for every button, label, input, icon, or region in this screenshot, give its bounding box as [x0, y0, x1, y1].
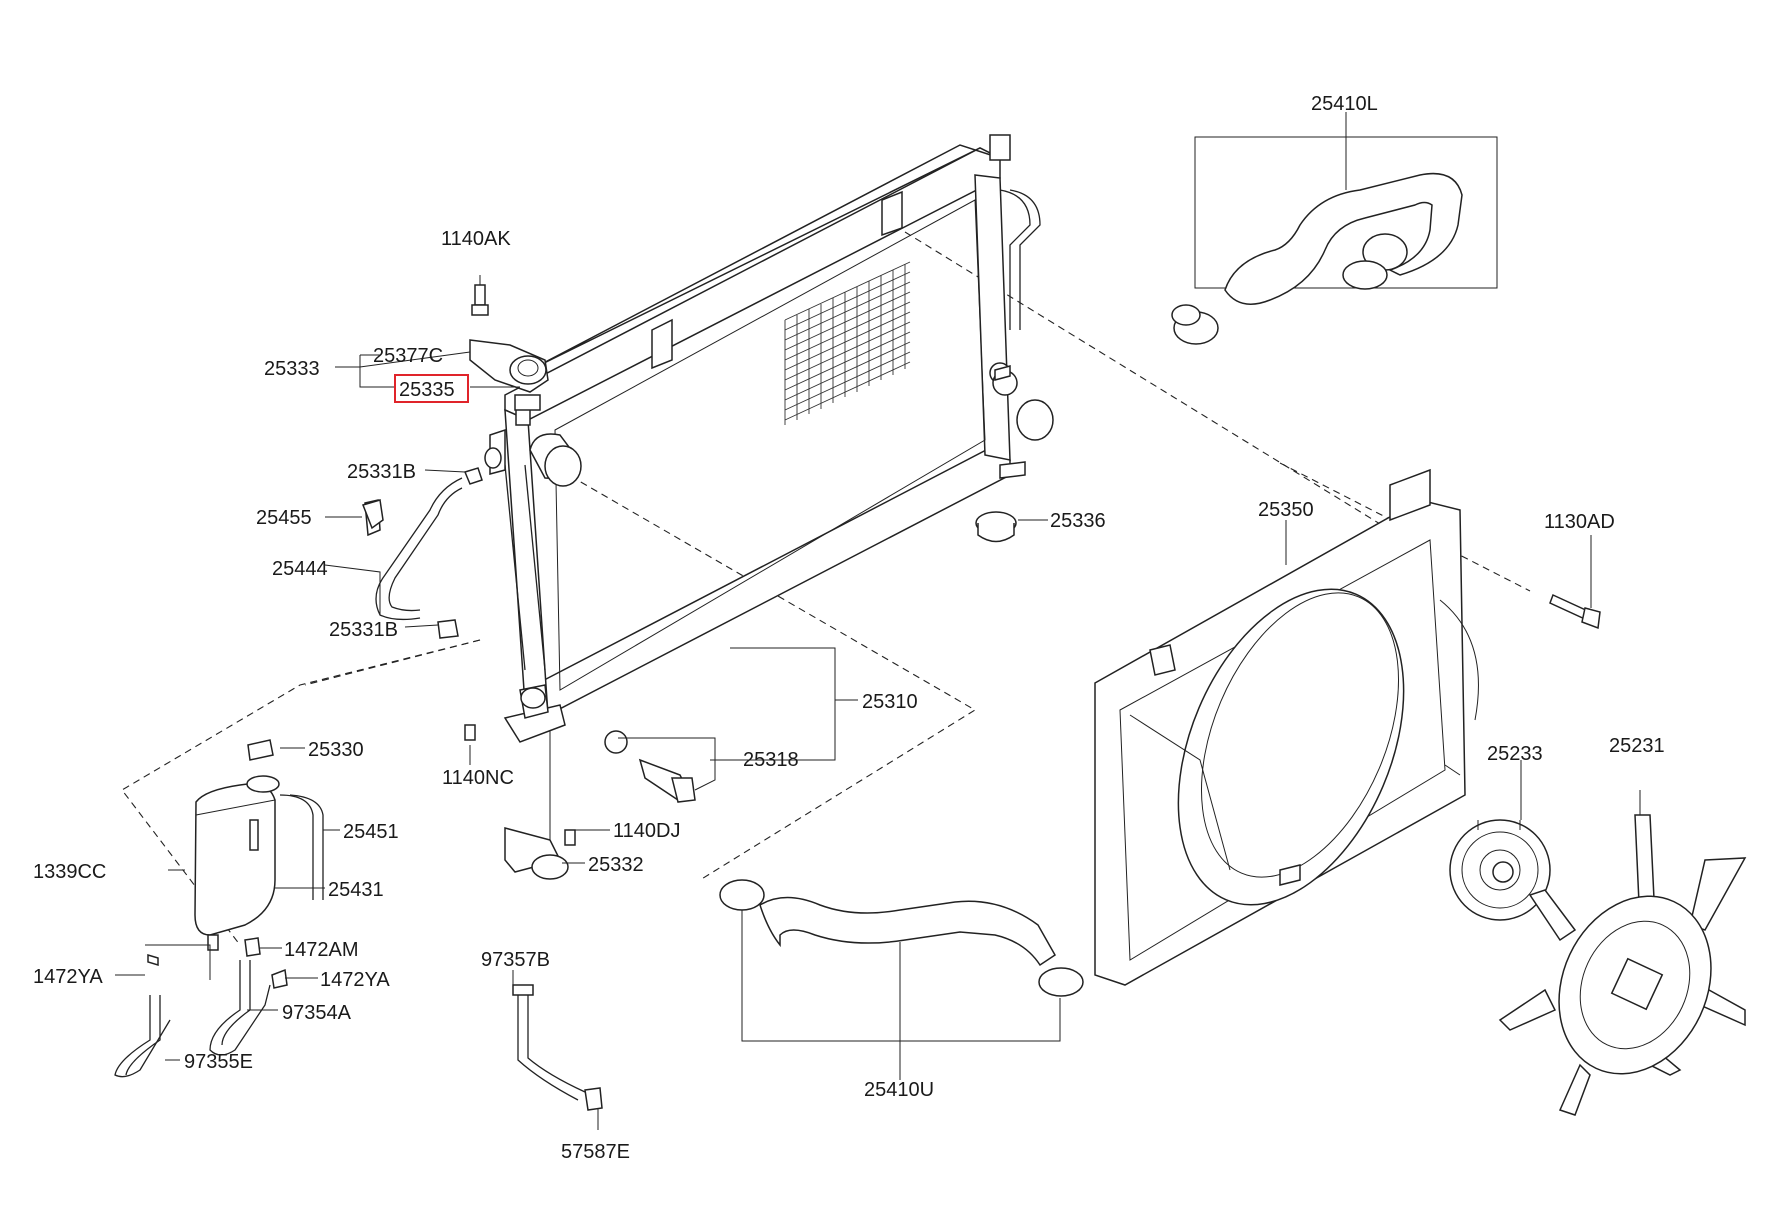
part-labels: 25410L 1140AK 25377C 25333 25335 25331B … [33, 93, 1665, 1163]
coolant-reservoir [194, 775, 324, 951]
mount-bracket-25333 [469, 284, 549, 411]
label-25331B-bottom[interactable]: 25331B [329, 619, 398, 641]
lower-mount-25332 [464, 724, 576, 880]
small-hoses [114, 937, 603, 1111]
label-25377C[interactable]: 25377C [373, 345, 443, 367]
lower-hose-25410U [719, 879, 1084, 1080]
label-57587E[interactable]: 57587E [561, 1141, 630, 1163]
clip-25455 [362, 499, 384, 530]
label-25333[interactable]: 25333 [264, 358, 320, 380]
label-1472YA-left[interactable]: 1472YA [33, 966, 103, 988]
label-25233[interactable]: 25233 [1487, 743, 1543, 765]
bolt-1130AD [1549, 593, 1601, 630]
label-25310[interactable]: 25310 [862, 691, 918, 713]
upper-hose-25410L [1171, 112, 1498, 345]
label-1140NC[interactable]: 1140NC [442, 767, 514, 789]
label-97355E[interactable]: 97355E [184, 1051, 253, 1073]
label-25231[interactable]: 25231 [1609, 735, 1665, 757]
label-1339CC[interactable]: 1339CC [33, 861, 106, 883]
label-25336[interactable]: 25336 [1050, 510, 1106, 532]
label-25332[interactable]: 25332 [588, 854, 644, 876]
label-1472AM[interactable]: 1472AM [284, 939, 359, 961]
label-25451[interactable]: 25451 [343, 821, 399, 843]
label-1130AD[interactable]: 1130AD [1544, 511, 1615, 533]
drain-plug-25318 [604, 730, 696, 803]
leader-lines [115, 275, 1641, 1130]
label-25318[interactable]: 25318 [743, 749, 799, 771]
fan-shroud [1094, 468, 1479, 986]
label-1472YA-right[interactable]: 1472YA [320, 969, 390, 991]
radiator [484, 134, 1054, 743]
label-97357B[interactable]: 97357B [481, 949, 550, 971]
label-25410L[interactable]: 25410L [1311, 93, 1378, 115]
label-25455[interactable]: 25455 [256, 507, 312, 529]
label-25431[interactable]: 25431 [328, 879, 384, 901]
label-25350[interactable]: 25350 [1258, 499, 1314, 521]
label-1140DJ[interactable]: 1140DJ [613, 820, 680, 842]
label-97354A[interactable]: 97354A [282, 1002, 352, 1024]
radiator-cap [975, 511, 1017, 543]
cooling-fan [1498, 814, 1747, 1116]
label-25444[interactable]: 25444 [272, 558, 328, 580]
label-1140AK[interactable]: 1140AK [441, 228, 511, 250]
highlight-box-25335 [394, 374, 469, 403]
label-25335[interactable]: 25335 [399, 379, 455, 401]
radiator-core-mesh [784, 261, 911, 425]
reservoir-cap-25330 [247, 739, 274, 761]
label-25410U[interactable]: 25410U [864, 1079, 934, 1101]
label-25331B-top[interactable]: 25331B [347, 461, 416, 483]
bypass-hose-25444 [364, 467, 483, 639]
label-25330[interactable]: 25330 [308, 739, 364, 761]
fan-clutch [1449, 819, 1551, 921]
